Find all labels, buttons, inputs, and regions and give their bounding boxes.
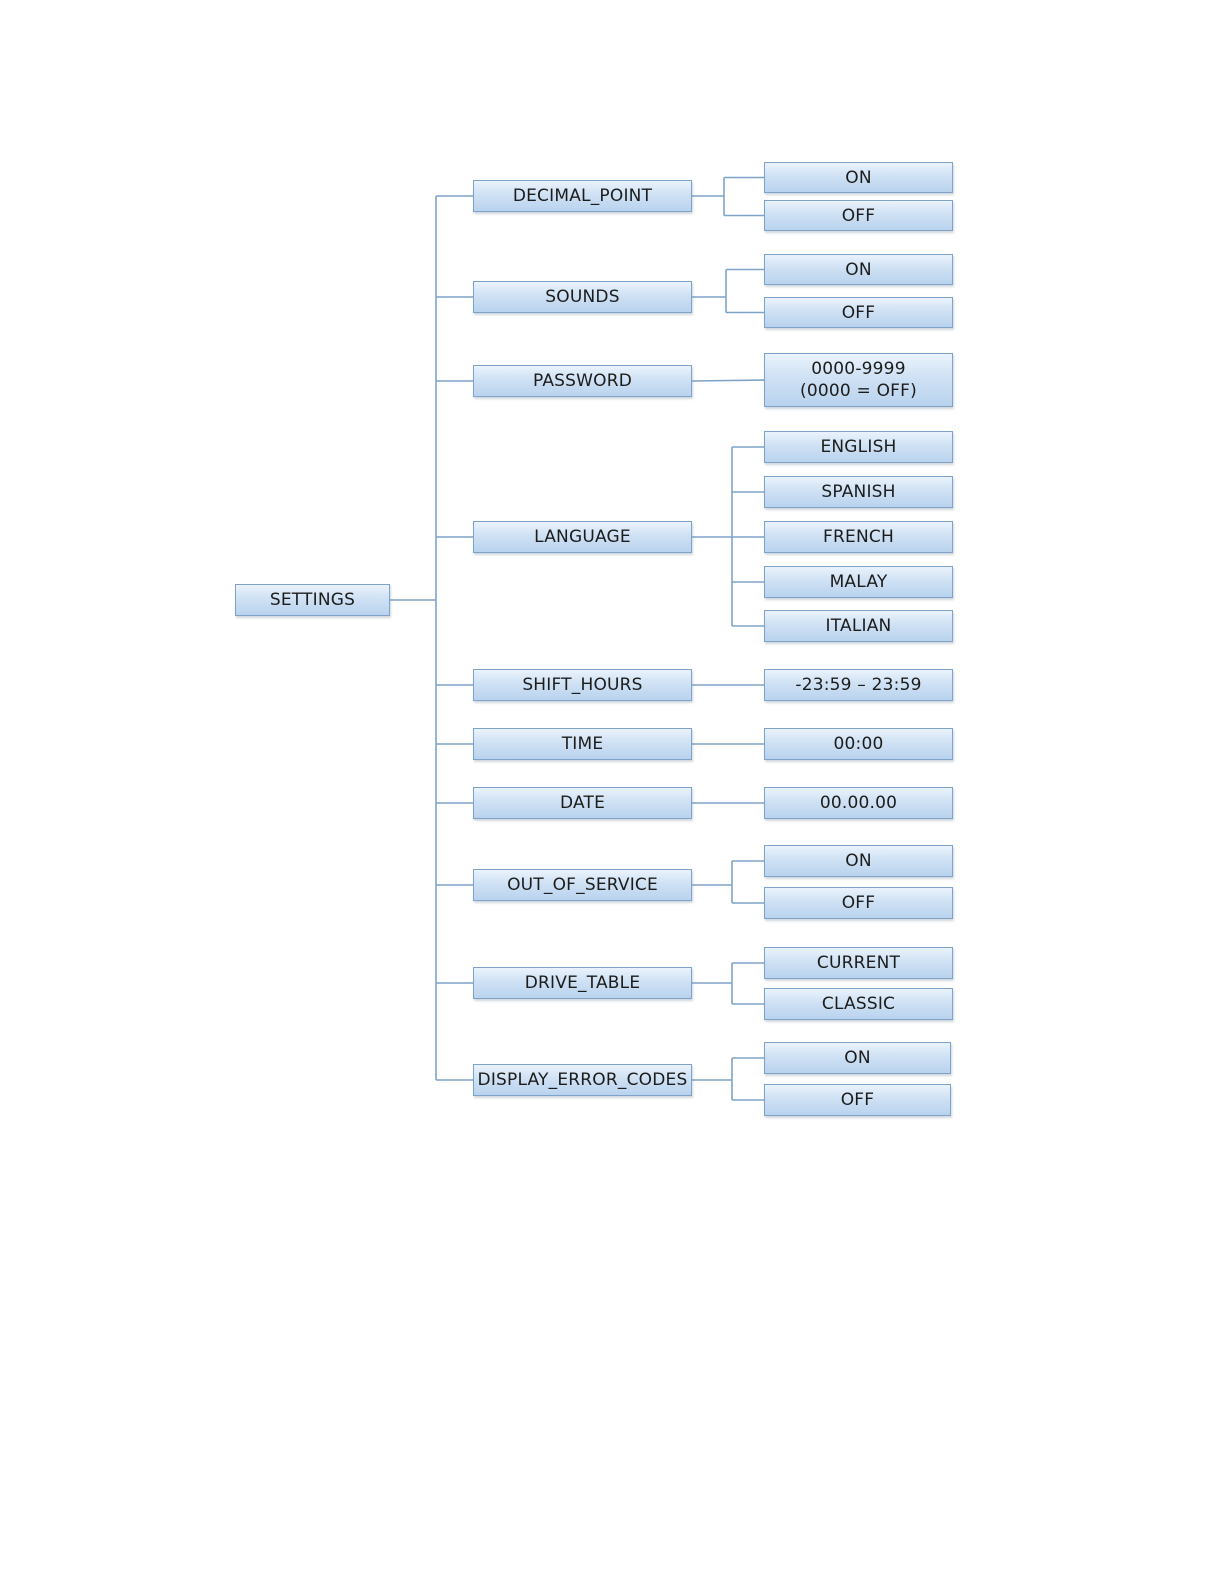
node-shift-hours: SHIFT_HOURS	[473, 669, 692, 701]
node-drive-table-option-2: CLASSIC	[764, 988, 953, 1020]
node-time: TIME	[473, 728, 692, 760]
node-decimal-point-option-1: ON	[764, 162, 953, 193]
node-display-error-codes-option-2: OFF	[764, 1084, 951, 1116]
node-sounds: SOUNDS	[473, 281, 692, 313]
node-language: LANGUAGE	[473, 521, 692, 553]
node-out-of-service-option-2: OFF	[764, 887, 953, 919]
node-language-option-4: MALAY	[764, 566, 953, 598]
connector-password-to-option	[692, 380, 764, 381]
node-language-option-3: FRENCH	[764, 521, 953, 553]
node-date-option-1: 00.00.00	[764, 787, 953, 819]
node-drive-table-option-1: CURRENT	[764, 947, 953, 979]
node-shift-hours-option-1: -23:59 – 23:59	[764, 669, 953, 701]
node-sounds-option-1: ON	[764, 254, 953, 285]
node-password-option-1: 0000-9999 (0000 = OFF)	[764, 353, 953, 407]
node-date: DATE	[473, 787, 692, 819]
node-language-option-2: SPANISH	[764, 476, 953, 508]
node-sounds-option-2: OFF	[764, 297, 953, 328]
node-drive-table: DRIVE_TABLE	[473, 967, 692, 999]
node-out-of-service-option-1: ON	[764, 845, 953, 877]
node-time-option-1: 00:00	[764, 728, 953, 760]
node-display-error-codes-option-1: ON	[764, 1042, 951, 1074]
node-decimal-point: DECIMAL_POINT	[473, 180, 692, 212]
node-decimal-point-option-2: OFF	[764, 200, 953, 231]
node-display-error-codes: DISPLAY_ERROR_CODES	[473, 1064, 692, 1096]
node-password: PASSWORD	[473, 365, 692, 397]
node-settings: SETTINGS	[235, 584, 390, 616]
node-language-option-5: ITALIAN	[764, 610, 953, 642]
node-out-of-service: OUT_OF_SERVICE	[473, 869, 692, 901]
node-language-option-1: ENGLISH	[764, 431, 953, 463]
